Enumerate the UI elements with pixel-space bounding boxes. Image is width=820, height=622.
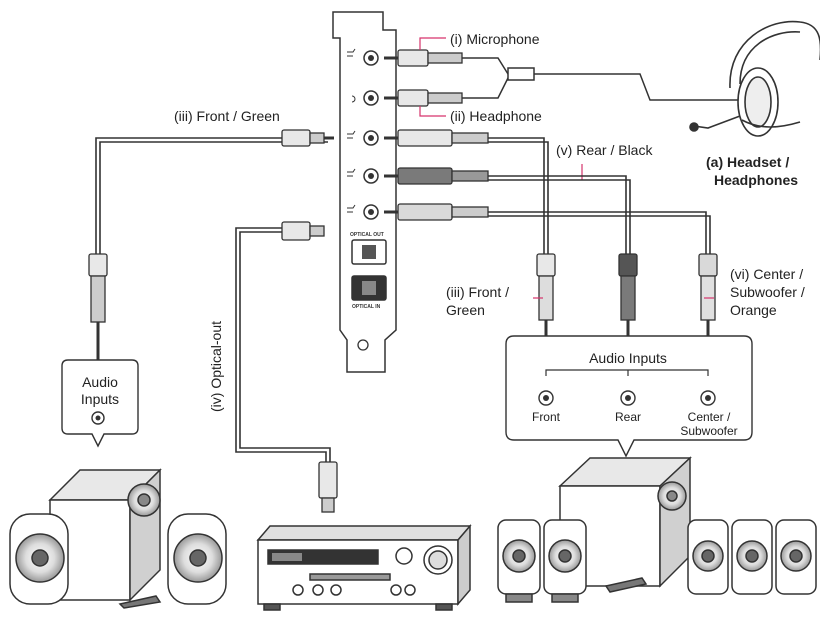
front-green-plug-top — [281, 129, 334, 147]
label-jack-center-line1: Center / — [687, 410, 731, 424]
headset-cables — [462, 57, 740, 101]
label-audio-inputs-left-line1: Audio — [82, 374, 118, 390]
label-audio-inputs-right: Audio Inputs — [589, 350, 667, 366]
front-green-plug-bottom — [88, 253, 108, 360]
label-optical-out: (iv) Optical-out — [208, 320, 224, 412]
port-icons — [347, 48, 356, 213]
optical-cable — [235, 227, 331, 470]
jack-port-rear[interactable] — [363, 168, 379, 184]
plug-center-card — [384, 203, 489, 221]
audio-inputs-left-bubble — [61, 359, 139, 448]
optical-plug-bottom — [318, 461, 338, 513]
label-center-sub-line1: (vi) Center / — [730, 266, 804, 282]
plug-rear-vertical — [618, 253, 638, 346]
av-receiver — [256, 523, 472, 611]
headphone-plug — [384, 89, 463, 107]
label-optical-out-port: OPTICAL OUT — [350, 232, 384, 238]
speaker-system-2-1 — [9, 468, 227, 609]
jack-port-front[interactable] — [363, 130, 379, 146]
label-jack-rear: Rear — [614, 410, 641, 424]
label-headset-line1: (a) Headset / — [706, 154, 790, 170]
optical-out-port[interactable] — [351, 239, 387, 265]
jack-port-headphone[interactable] — [363, 90, 379, 106]
label-jack-center-line2: Subwoofer — [680, 424, 738, 438]
front-green-cable — [95, 137, 328, 254]
microphone-plug — [384, 49, 463, 67]
label-headphone: (ii) Headphone — [450, 108, 542, 124]
speaker-system-5-1 — [497, 456, 817, 603]
label-rear-black: (v) Rear / Black — [556, 142, 653, 158]
plug-center-vertical — [698, 253, 718, 346]
jack-port-microphone[interactable] — [363, 50, 379, 66]
plug-front-vertical — [536, 253, 556, 346]
sound-card-bracket — [332, 11, 397, 373]
pink-leader-lines — [419, 37, 583, 180]
optical-in-port[interactable] — [351, 275, 387, 301]
label-microphone: (i) Microphone — [450, 31, 540, 47]
label-front-green-top: (iii) Front / Green — [174, 108, 280, 124]
label-jack-front: Front — [531, 410, 560, 424]
jack-port-center-sub[interactable] — [363, 204, 379, 220]
rear-cables — [488, 137, 711, 254]
plug-rear-card — [384, 167, 489, 185]
label-center-sub-line2: Subwoofer / — [730, 284, 805, 300]
headset-illustration — [689, 20, 820, 137]
optical-plug-top — [281, 221, 325, 241]
label-front-green-lower-line1: (iii) Front / — [446, 284, 509, 300]
label-center-sub-line3: Orange — [730, 302, 777, 318]
audio-inputs-right-bubble — [505, 335, 753, 458]
label-optical-in-port: OPTICAL IN — [352, 304, 381, 310]
plug-front-card — [384, 129, 489, 147]
label-headset-line2: Headphones — [714, 172, 799, 188]
label-audio-inputs-left-line2: Inputs — [80, 391, 120, 407]
label-front-green-lower-line2: Green — [446, 302, 485, 318]
